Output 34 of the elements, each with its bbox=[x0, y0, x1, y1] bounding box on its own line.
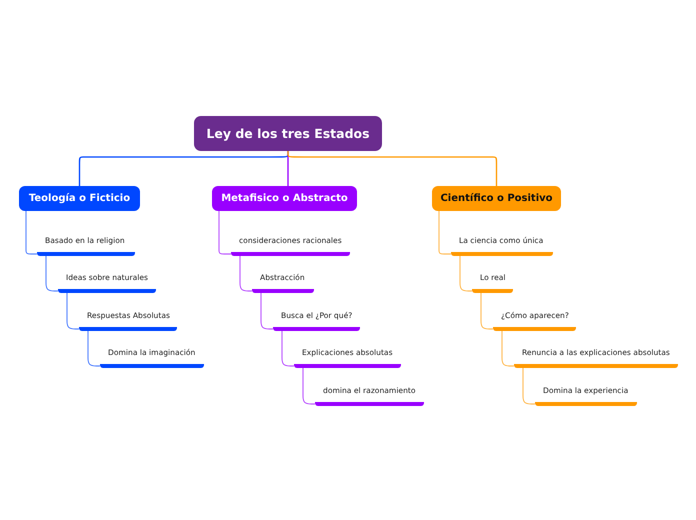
subtopic-underline bbox=[493, 309, 576, 331]
subtopic-underline bbox=[58, 271, 156, 293]
connector-line bbox=[480, 292, 494, 330]
connector-line bbox=[218, 210, 232, 254]
subtopic-underline bbox=[231, 234, 350, 256]
subtopic-underline bbox=[472, 271, 513, 293]
connector-line bbox=[287, 150, 498, 186]
subtopic-underline bbox=[535, 384, 637, 406]
main-topic-box bbox=[212, 186, 357, 211]
subtopic-underline bbox=[294, 346, 401, 368]
connector-line bbox=[260, 292, 274, 330]
main-topic-box bbox=[432, 186, 561, 211]
subtopic-underline bbox=[315, 384, 424, 406]
connector-line bbox=[66, 292, 80, 330]
subtopic-underline bbox=[273, 309, 360, 331]
subtopic-underline bbox=[451, 234, 553, 256]
topic-label: Ley de los tres Estados bbox=[206, 126, 370, 141]
main-topic-box bbox=[19, 186, 140, 211]
connector-line bbox=[460, 256, 472, 292]
subtopic-underline bbox=[37, 234, 135, 256]
subtopic-underline bbox=[79, 309, 177, 331]
connector-line bbox=[502, 330, 514, 366]
connector-line bbox=[438, 210, 452, 254]
topic-label: Teología o Ficticio bbox=[28, 193, 130, 204]
connector-line bbox=[240, 256, 252, 292]
connector-line bbox=[46, 256, 58, 292]
connector-line bbox=[26, 210, 38, 254]
subtopic-underline bbox=[252, 271, 314, 293]
central-topic-box bbox=[194, 116, 382, 151]
connector-line bbox=[282, 330, 294, 366]
topic-label: Científico o Positivo bbox=[440, 193, 553, 204]
subtopic-underline bbox=[514, 346, 678, 368]
topic-label: Metafisico o Abstracto bbox=[221, 193, 348, 204]
subtopic-underline bbox=[100, 346, 204, 368]
